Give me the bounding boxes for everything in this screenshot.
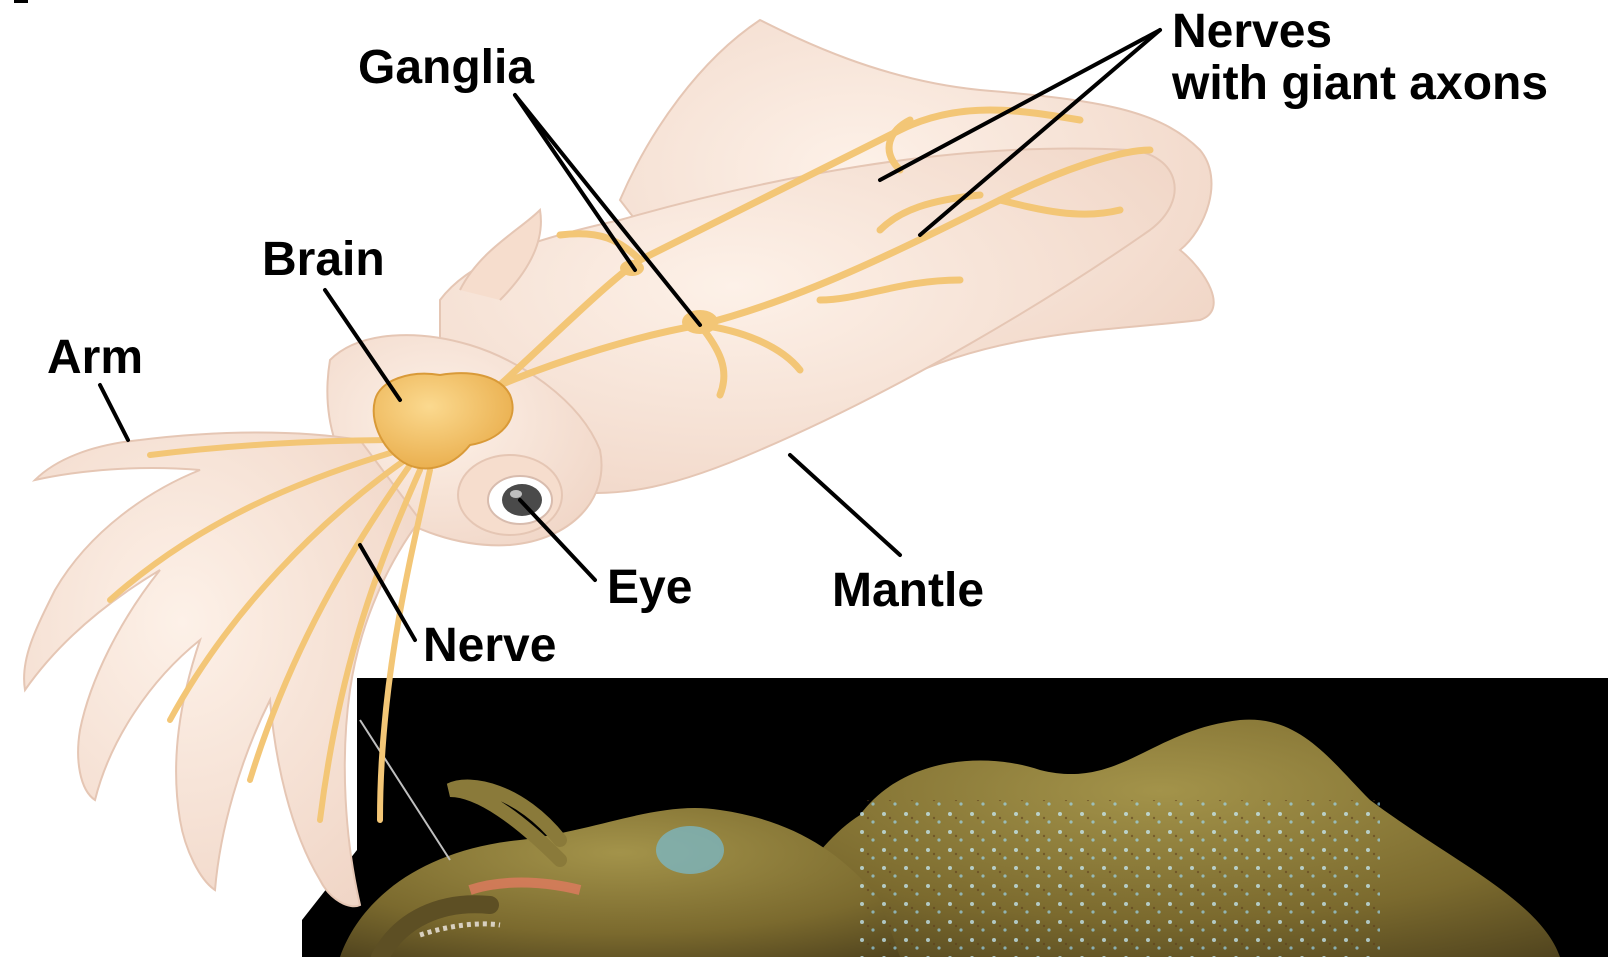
squid-eye-highlight [510, 490, 522, 498]
label-nerve: Nerve [423, 620, 556, 672]
label-ganglia: Ganglia [358, 42, 534, 94]
label-nerves-line1: Nerves [1172, 6, 1548, 58]
label-eye: Eye [607, 562, 692, 614]
label-brain: Brain [262, 234, 385, 286]
label-nerves: Nerves with giant axons [1172, 6, 1548, 110]
leader-mantle [790, 455, 900, 555]
label-mantle: Mantle [832, 565, 984, 617]
corner-mark [14, 0, 28, 3]
squid-photograph [302, 678, 1608, 957]
photo-squid-eye [656, 826, 724, 874]
leader-arm [100, 385, 128, 440]
label-nerves-line2: with giant axons [1172, 58, 1548, 110]
photo-squid-spots [860, 800, 1380, 957]
label-arm: Arm [47, 332, 143, 384]
